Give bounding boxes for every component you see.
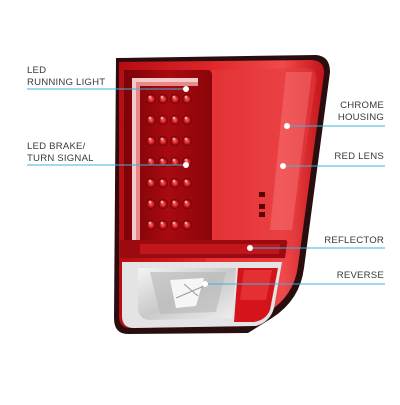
callout-led-brake-turn-signal: LED BRAKE/ TURN SIGNAL: [27, 141, 94, 165]
callout-led-running-line2: RUNNING LIGHT: [27, 77, 106, 88]
callout-lines: [27, 88, 385, 285]
callout-red-lens-label: RED LENS: [334, 151, 384, 162]
callout-led-brake-line1: LED BRAKE/: [27, 141, 86, 152]
callout-chrome-line1: CHROME: [340, 100, 384, 111]
callout-led-running-line1: LED: [27, 65, 47, 76]
callout-led-running-light: LED RUNNING LIGHT: [27, 65, 105, 89]
callout-reverse: REVERSE: [337, 270, 384, 282]
callout-reflector: REFLECTOR: [324, 235, 384, 247]
callout-led-brake-line2: TURN SIGNAL: [27, 153, 94, 164]
callout-chrome-line2: HOUSING: [337, 112, 384, 123]
callout-reflector-label: REFLECTOR: [324, 235, 384, 246]
callout-red-lens: RED LENS: [334, 151, 384, 163]
led-array: [146, 94, 192, 230]
callout-chrome-housing: CHROME HOUSING: [338, 100, 384, 124]
running-light-bar: [132, 78, 198, 256]
callout-dots: [183, 86, 290, 287]
callout-reverse-label: REVERSE: [336, 270, 384, 281]
